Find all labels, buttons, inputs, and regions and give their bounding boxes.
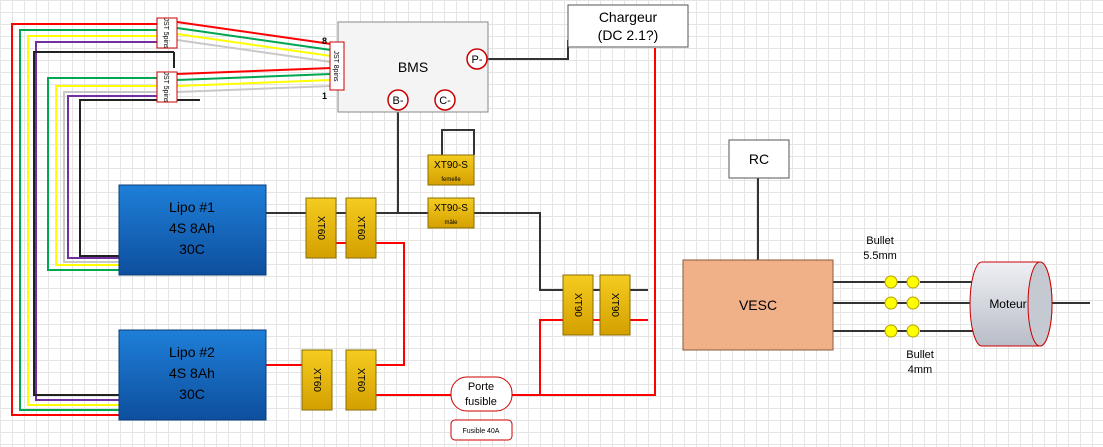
- lipo-battery-1: Lipo #1 4S 8Ah 30C: [118, 184, 267, 276]
- xt60-connector-4: XT60: [345, 349, 377, 411]
- svg-text:fusible: fusible: [465, 396, 497, 408]
- svg-text:VESC: VESC: [739, 297, 777, 313]
- svg-text:mâle: mâle: [444, 220, 458, 226]
- balance-wires: [11, 21, 332, 416]
- bms-label: BMS: [398, 59, 428, 75]
- balance-wire-lipo2-yellow: [55, 85, 157, 266]
- svg-text:XT90-S: XT90-S: [434, 203, 468, 214]
- jst-connector-b: JST 5pins: [156, 71, 178, 103]
- jst-pin-1: 1: [322, 91, 327, 101]
- jst-connector-a: JST 5pins: [156, 17, 178, 49]
- xt60-connector-2: XT60: [345, 197, 377, 259]
- bullet-top-label-1: Bullet: [866, 235, 894, 247]
- svg-text:XT60: XT60: [355, 216, 366, 240]
- bullet-top-label-2: 5.5mm: [863, 250, 897, 262]
- svg-text:XT90-S: XT90-S: [434, 160, 468, 171]
- svg-text:4S 8Ah: 4S 8Ah: [169, 365, 215, 381]
- jst-pin-8: 8: [322, 36, 327, 46]
- balance-wire-lipo1-black: [33, 51, 174, 396]
- svg-text:XT60: XT60: [355, 368, 366, 392]
- jst-connector-bms: JST 8pins 8 1: [322, 36, 345, 101]
- svg-text:Porte: Porte: [468, 381, 494, 393]
- svg-text:XT60: XT60: [311, 368, 322, 392]
- svg-text:P-: P-: [472, 54, 483, 66]
- charger: Chargeur (DC 2.1?): [567, 4, 689, 48]
- bullet-bottom-label-2: 4mm: [908, 364, 932, 376]
- balance-wire-lipo1-green: [19, 29, 157, 411]
- svg-text:XT90: XT90: [572, 293, 583, 317]
- xt60-connector-3: XT60: [301, 349, 333, 411]
- bms-port-p: P-: [466, 48, 488, 70]
- svg-text:Lipo #1: Lipo #1: [169, 199, 215, 215]
- balance-wire-lipo1-yellow: [27, 35, 157, 406]
- xt90-connector-2: XT90: [599, 274, 631, 336]
- svg-text:RC: RC: [749, 151, 769, 167]
- svg-text:Fusible 40A: Fusible 40A: [463, 428, 500, 435]
- svg-text:B-: B-: [393, 95, 404, 107]
- svg-text:XT60: XT60: [315, 216, 326, 240]
- svg-text:30C: 30C: [179, 386, 205, 402]
- balance-wire-lipo2-grey: [63, 91, 157, 263]
- svg-text:Moteur: Moteur: [989, 297, 1026, 311]
- bullet-connectors: [884, 275, 920, 338]
- svg-text:femelle: femelle: [441, 177, 461, 183]
- svg-text:30C: 30C: [179, 241, 205, 257]
- xt60-connector-1: XT60: [305, 197, 337, 259]
- rc-receiver: RC: [728, 139, 790, 179]
- svg-text:Lipo #2: Lipo #2: [169, 344, 215, 360]
- xt90s-female: XT90-S femelle: [427, 154, 475, 186]
- bms: BMS P- B- C-: [337, 21, 489, 113]
- svg-text:(DC 2.1?): (DC 2.1?): [598, 27, 659, 43]
- fuse-holder: Porte fusible: [450, 376, 513, 412]
- svg-text:C-: C-: [439, 95, 451, 107]
- vesc: VESC: [682, 259, 834, 351]
- bms-port-b: B-: [387, 89, 409, 111]
- balance-wire-lipo2-black: [79, 99, 200, 257]
- balance-wire-lipo1-purple: [35, 41, 157, 401]
- balance-wire-lipo2-purple: [67, 95, 157, 259]
- xt90-connector-1: XT90: [562, 274, 594, 336]
- lipo-battery-2: Lipo #2 4S 8Ah 30C: [118, 329, 267, 421]
- bullet-bottom-label-1: Bullet: [906, 349, 934, 361]
- fuse: Fusible 40A: [450, 419, 513, 441]
- balance-wire-lipo2-green: [47, 77, 157, 271]
- svg-text:Chargeur: Chargeur: [599, 9, 658, 25]
- svg-text:JST 8pins: JST 8pins: [332, 51, 339, 82]
- svg-text:4S 8Ah: 4S 8Ah: [169, 220, 215, 236]
- motor: Moteur: [969, 261, 1053, 347]
- balance-wire-lipo1-red: [11, 23, 157, 416]
- svg-text:JST 5pins: JST 5pins: [162, 18, 169, 49]
- power-wires: [266, 40, 1090, 396]
- svg-text:JST 5pins: JST 5pins: [162, 72, 169, 103]
- bms-port-c: C-: [434, 89, 456, 111]
- xt90s-male: XT90-S mâle: [427, 197, 475, 229]
- svg-text:XT90: XT90: [609, 293, 620, 317]
